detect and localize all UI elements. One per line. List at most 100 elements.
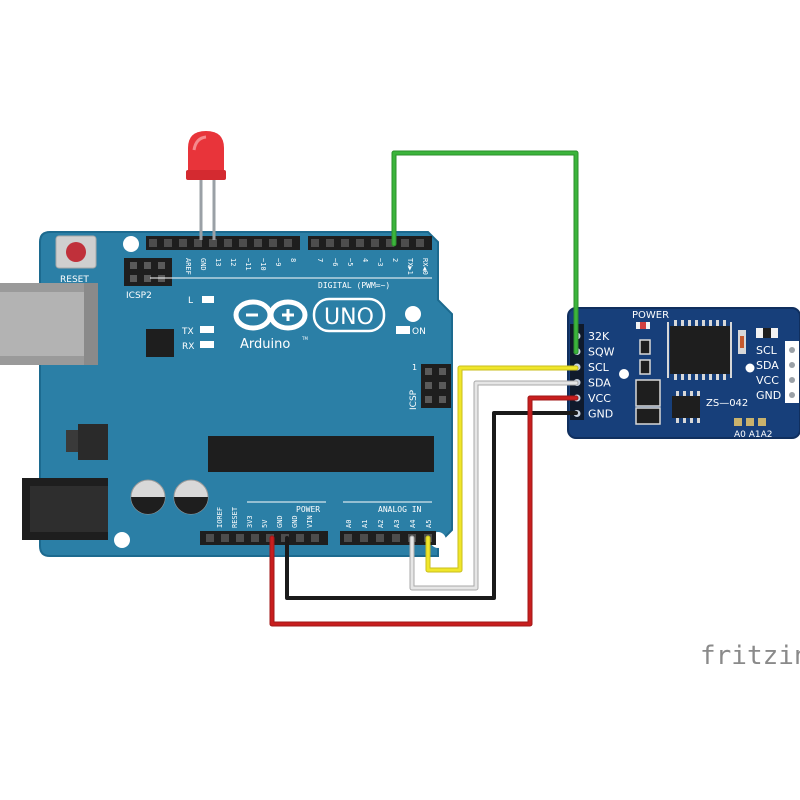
chip-pin: [709, 320, 712, 326]
header-pin: [236, 534, 244, 542]
module-left-pin-label: SDA: [588, 377, 611, 390]
smd-resistor: [639, 359, 651, 375]
header-pin: [356, 239, 364, 247]
wires: [269, 150, 579, 627]
header-pin: [311, 239, 319, 247]
chip-pin: [683, 391, 686, 396]
ds3231-chip: [667, 320, 732, 380]
power-pin-label: RESET: [231, 506, 239, 528]
module-power-label: POWER: [632, 310, 669, 321]
smd-capacitor: [756, 328, 778, 338]
led-tx-indicator: [200, 326, 214, 333]
header-pin: [386, 239, 394, 247]
header-pin: [376, 534, 384, 542]
header-pin: [360, 534, 368, 542]
chip-pin: [695, 374, 698, 380]
module-pin: [789, 347, 795, 353]
header-pin: [149, 239, 157, 247]
module-left-pin-label: SCL: [588, 361, 610, 374]
header-pin: [194, 239, 202, 247]
led-l-label: L: [188, 296, 193, 306]
header-pin: [311, 534, 319, 542]
chip-pin: [697, 391, 700, 396]
header-pin: [269, 239, 277, 247]
atmega-microcontroller: [208, 436, 434, 472]
led-on-label: ON: [412, 327, 426, 337]
chip-pin: [716, 320, 719, 326]
led-tx-label: TX: [181, 327, 194, 337]
header-pin: [221, 534, 229, 542]
power-pin-label: 3V3: [246, 515, 254, 528]
digital-pin-label: TX▶1: [406, 258, 414, 275]
via: [745, 363, 755, 373]
header-pin: [341, 239, 349, 247]
right-pin-header: [785, 341, 799, 403]
power-pin-label: IOREF: [216, 507, 224, 528]
analog-header: [340, 531, 436, 545]
header-pin: [179, 239, 187, 247]
chip-pin: [688, 374, 691, 380]
voltage-regulator: [66, 424, 108, 460]
red-led: [186, 131, 226, 240]
chip-pin: [681, 320, 684, 326]
module-right-pin-label: SCL: [756, 344, 778, 357]
module-right-pin-label: VCC: [756, 374, 779, 387]
power-pin-label: GND: [276, 515, 284, 528]
eeprom-chip: [672, 391, 700, 423]
via: [619, 369, 629, 379]
digital-pin-label: 7: [316, 258, 324, 262]
led-rx-indicator: [200, 341, 214, 348]
icsp-header: [421, 364, 451, 408]
module-right-pin-label: SDA: [756, 359, 779, 372]
uno-label: UNO: [324, 305, 374, 330]
digital-pin-label: ~6: [331, 258, 339, 266]
analog-pin-label: A0: [345, 520, 353, 528]
header-pin: [164, 239, 172, 247]
capacitor: [130, 479, 166, 515]
chip-pin: [702, 374, 705, 380]
capacitor: [173, 479, 209, 515]
analog-header-label: ANALOG IN: [378, 505, 422, 514]
digital-pin-label: 13: [214, 258, 222, 266]
chip-pin: [690, 418, 693, 423]
digital-pin-label: ~11: [244, 258, 252, 271]
chip-pin: [674, 320, 677, 326]
module-left-pin-label: SQW: [588, 346, 615, 359]
header-pin: [284, 239, 292, 247]
reset-label: RESET: [60, 275, 89, 285]
smd-resistor: [639, 339, 651, 355]
chip-pin: [723, 320, 726, 326]
chip-pin: [709, 374, 712, 380]
chip-pin: [690, 391, 693, 396]
header-pin: [224, 239, 232, 247]
chip-label: ZS—042: [706, 398, 748, 409]
fritzing-watermark: fritzing: [700, 641, 800, 671]
digital-pin-label: ~10: [259, 258, 267, 271]
address-pads: [734, 418, 766, 426]
dc-power-jack: [22, 478, 108, 540]
header-pin: [209, 239, 217, 247]
digital-pin-label: ~3: [376, 258, 384, 266]
diode: [738, 330, 746, 354]
resistor-array: [635, 379, 661, 425]
chip-pin: [676, 418, 679, 423]
header-pin: [326, 239, 334, 247]
led-on-indicator: [396, 326, 410, 334]
board-outline: [39, 231, 453, 557]
chip-pin: [683, 418, 686, 423]
led-rx-label: RX: [182, 342, 194, 352]
header-pin: [392, 534, 400, 542]
header-pin: [296, 534, 304, 542]
module-pin: [789, 362, 795, 368]
analog-pin-label: A5: [425, 520, 433, 528]
mount-hole: [123, 236, 139, 252]
led-l-indicator: [202, 296, 214, 303]
header-pin: [254, 239, 262, 247]
reset-button[interactable]: [55, 235, 97, 269]
analog-pin-label: A1: [361, 520, 369, 528]
icsp2-label: ICSP2: [126, 291, 152, 301]
mount-hole: [405, 306, 421, 322]
digital-pin-label: ~9: [274, 258, 282, 266]
